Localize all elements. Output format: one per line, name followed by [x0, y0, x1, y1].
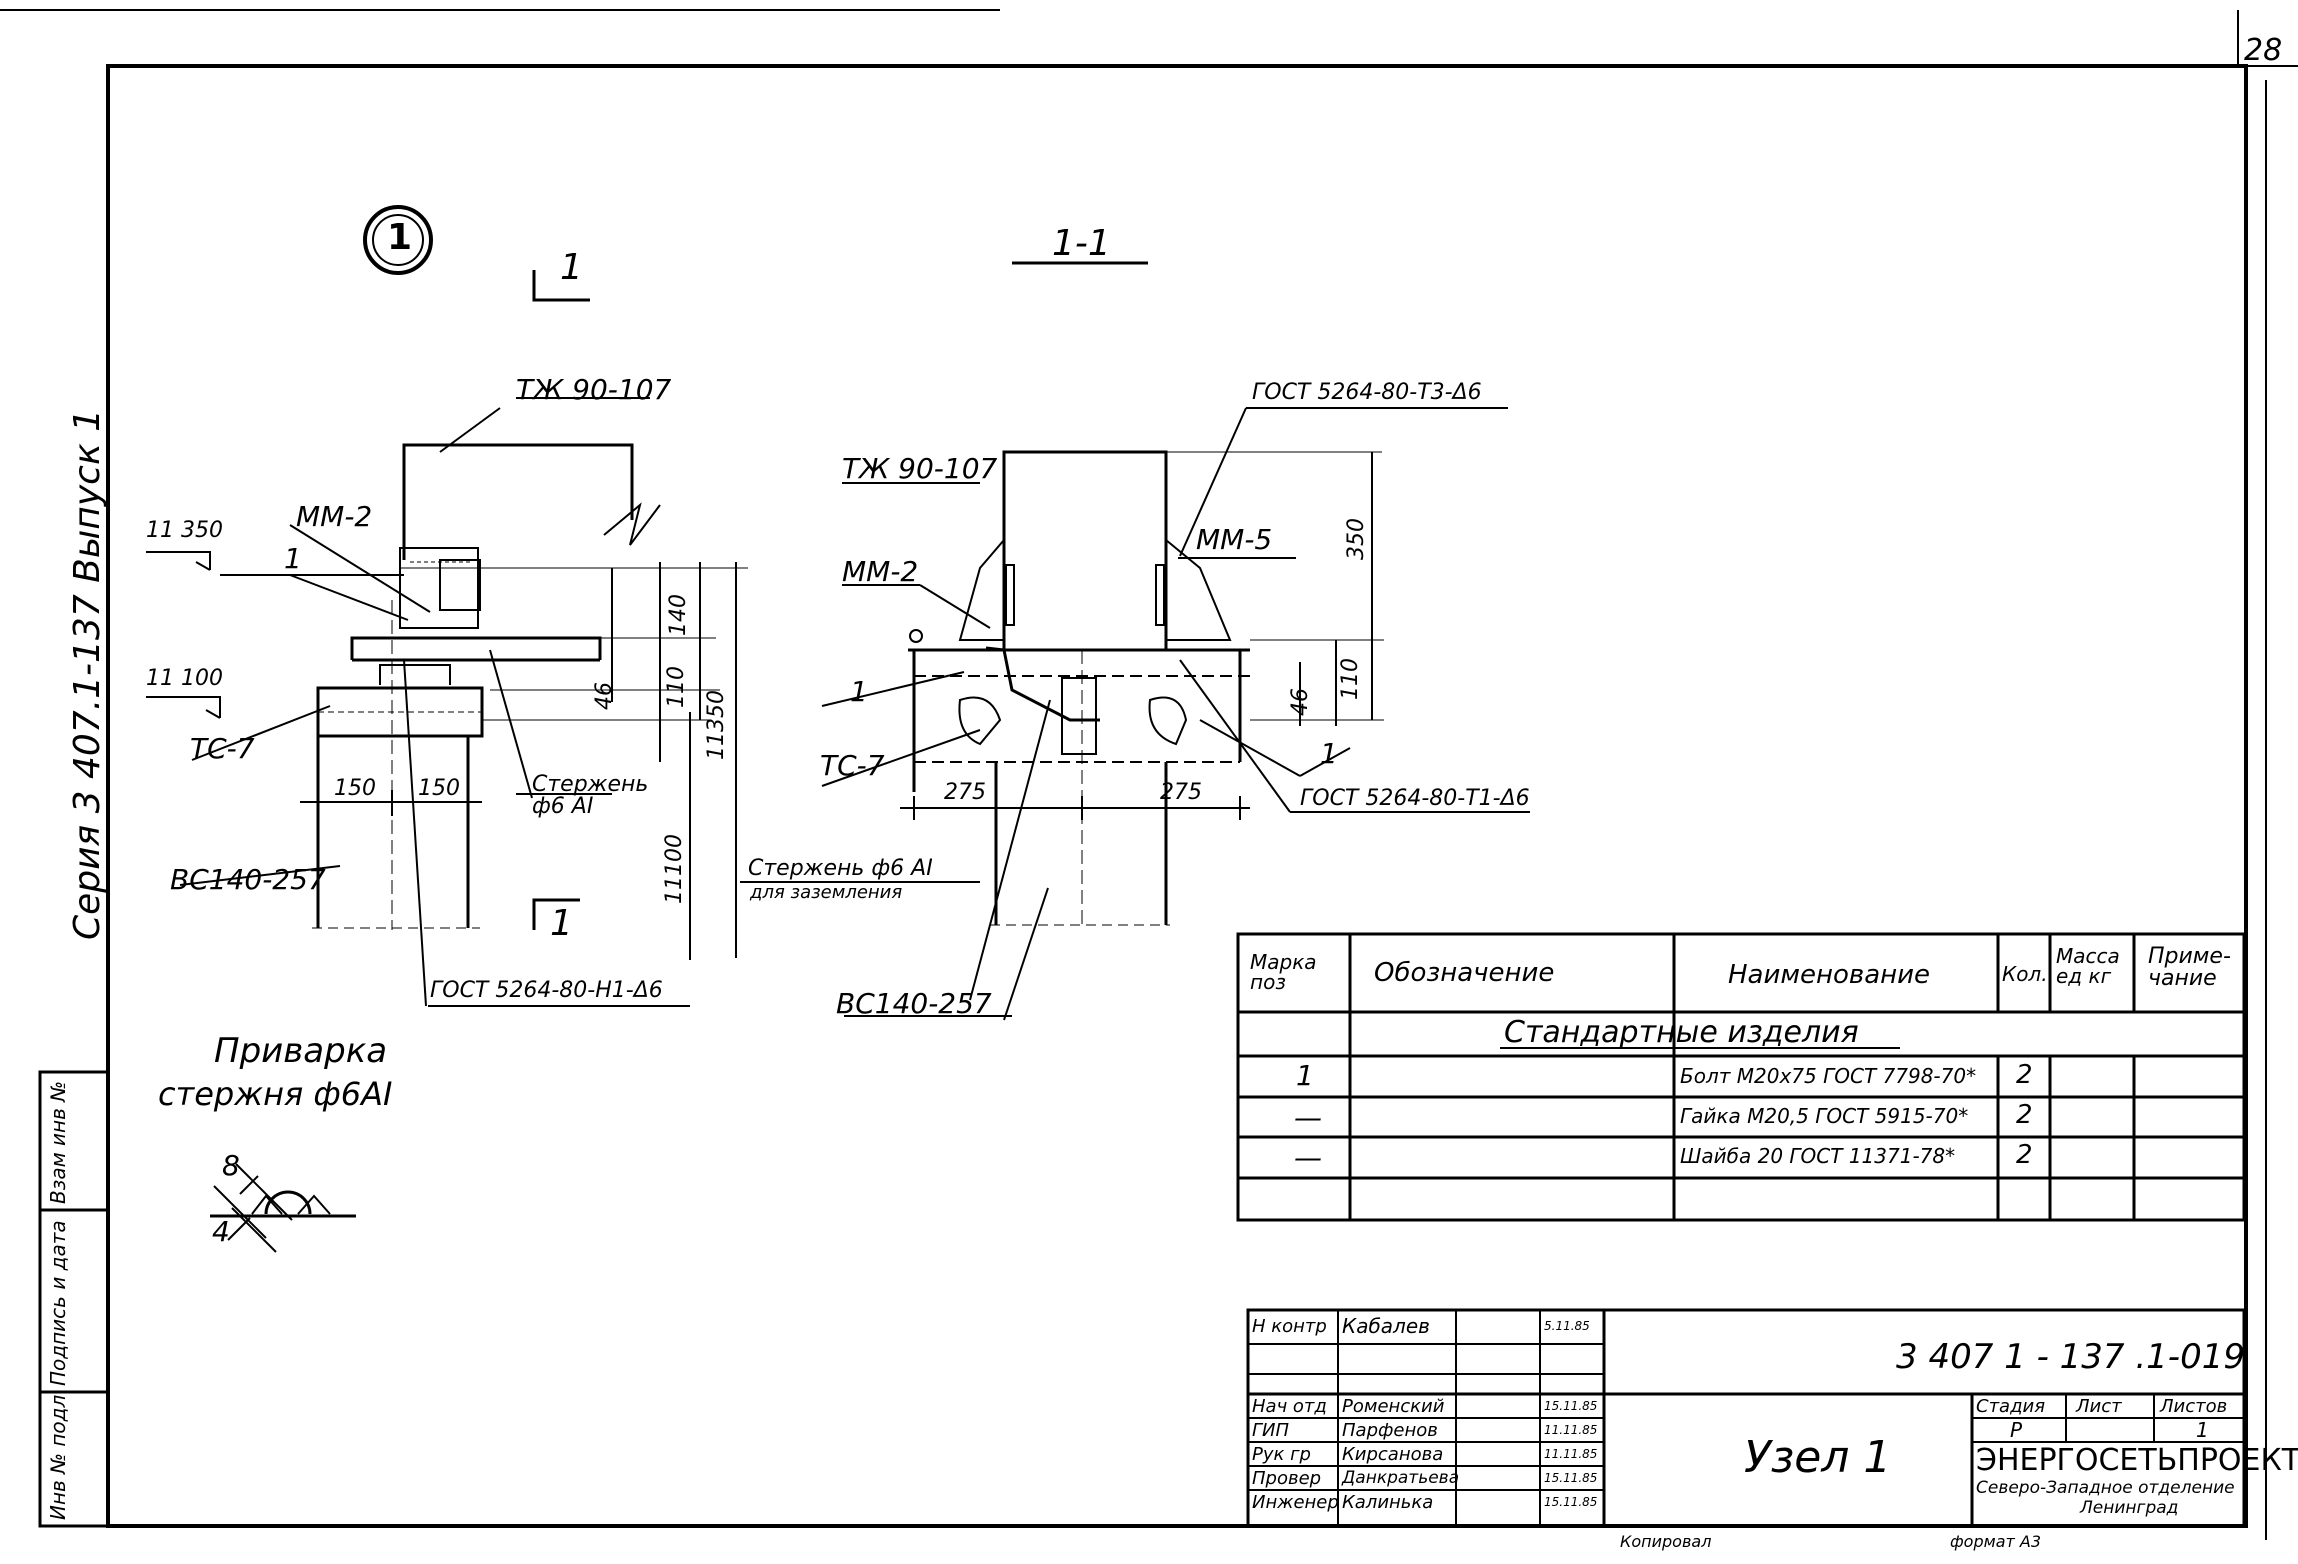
dim-46-right: 46: [1288, 688, 1313, 716]
dim-46-left: 46: [592, 682, 617, 710]
format-label: формат А3: [1950, 1532, 2042, 1551]
left-plate-label: ММ-2: [296, 500, 373, 533]
dim-350: 350: [1344, 518, 1369, 560]
node-circle: [363, 205, 433, 275]
spec-table-grid: [1236, 932, 2246, 1222]
role-date: 15.11.85: [1544, 1471, 1598, 1485]
role-name: Калинька: [1342, 1492, 1434, 1513]
left-pos1-label: 1: [284, 542, 302, 575]
spec-row-qty: 2: [2016, 1140, 2033, 1170]
left-post-label: ВС140-257: [170, 863, 326, 896]
weld-detail-geometry: [210, 1163, 356, 1253]
role-label: Провер: [1252, 1468, 1322, 1489]
weld-title-line2: стержня ф6АI: [158, 1075, 393, 1113]
section-mark-bottom: 1: [550, 903, 573, 944]
weld-dim-4: 4: [212, 1215, 230, 1248]
title-block-grid: [1246, 1308, 2246, 1528]
role-date: 15.11.85: [1544, 1495, 1598, 1509]
role-name: Роменский: [1342, 1396, 1445, 1417]
dim-140: 140: [666, 594, 691, 636]
spec-header-pos: Марка поз: [1250, 950, 1317, 994]
weld-dim-8: 8: [222, 1149, 240, 1182]
right-rod-label: Стержень ф6 АI: [748, 856, 933, 881]
org-branch: Северо-Западное отделение: [1976, 1478, 2235, 1498]
role-label: Нач отд: [1252, 1396, 1327, 1417]
role-date: 15.11.85: [1544, 1399, 1598, 1413]
left-beam-label: ТЖ 90-107: [516, 373, 672, 406]
right-beam-label: ТЖ 90-107: [842, 452, 998, 485]
section-title: 1-1: [1052, 223, 1111, 264]
role-name: Парфенов: [1342, 1420, 1438, 1441]
dim-11350: 11350: [704, 690, 729, 760]
spec-row-name: Гайка М20,5 ГОСТ 5915-70*: [1680, 1104, 1969, 1128]
right-tie-label: ТС-7: [820, 749, 885, 782]
right-post-label: ВС140-257: [836, 987, 992, 1020]
role-date: 11.11.85: [1544, 1423, 1598, 1437]
dim-110-left: 110: [664, 666, 689, 708]
spec-header-designation: Обозначение: [1374, 958, 1555, 988]
dim-110-right: 110: [1338, 658, 1363, 700]
copied-by-label: Копировал: [1620, 1532, 1712, 1551]
role-label: Н контр: [1252, 1316, 1327, 1337]
dim-275-right: 275: [1160, 780, 1202, 805]
spec-header-note: Приме-чание: [2148, 944, 2231, 991]
org-city: Ленинград: [2080, 1498, 2179, 1518]
drawing-code: 3 407 1 - 137 .1-019: [1896, 1337, 2245, 1377]
spec-row-qty: 2: [2016, 1060, 2033, 1090]
section-mark-top: 1: [560, 247, 583, 288]
role-label: ГИП: [1252, 1420, 1290, 1441]
role-date: 5.11.85: [1544, 1319, 1590, 1333]
gost-t1-label: ГОСТ 5264-80-Т1-Δ6: [1300, 786, 1530, 811]
right-plate-right-label: ММ-5: [1196, 523, 1273, 556]
spec-header-name: Наименование: [1728, 960, 1931, 990]
left-rod-label: Стержень ф6 АI: [532, 772, 649, 819]
role-label: Рук гр: [1252, 1444, 1311, 1465]
spec-row-pos: 1: [1296, 1059, 1314, 1092]
left-gost-h1-label: ГОСТ 5264-80-Н1-Δ6: [430, 978, 663, 1003]
stage-value: Р: [2010, 1418, 2023, 1442]
spec-row-qty: 2: [2016, 1100, 2033, 1130]
dim-150-right: 150: [418, 776, 460, 801]
stage-header: Стадия: [1976, 1396, 2046, 1417]
level-bottom-label: 11 100: [146, 666, 223, 691]
right-view-geometry: [740, 407, 1530, 1021]
sheet-number: 28: [2244, 33, 2283, 68]
margin-label-replace: Взам инв №: [46, 1080, 70, 1204]
org-name: ЭНЕРГОСЕТЬПРОЕКТ: [1976, 1443, 2298, 1478]
sheet-header: Лист: [2076, 1396, 2122, 1417]
role-label: Инженер: [1252, 1492, 1339, 1513]
spec-header-mass: Масса ед кг: [2056, 944, 2120, 988]
drawing-frame: [0, 9, 2298, 1540]
dim-275-left: 275: [944, 780, 986, 805]
role-date: 11.11.85: [1544, 1447, 1598, 1461]
dim-11100: 11100: [662, 834, 687, 904]
sheets-value: 1: [2196, 1418, 2209, 1442]
right-rod-note: для заземления: [750, 882, 903, 903]
level-top-label: 11 350: [146, 518, 223, 543]
spec-row-name: Болт М20х75 ГОСТ 7798-70*: [1680, 1064, 1977, 1088]
spec-section-title: Стандартные изделия: [1504, 1015, 1859, 1050]
role-name: Данкратьева: [1342, 1468, 1460, 1488]
role-name: Кабалев: [1342, 1314, 1430, 1338]
margin-label-inv: Инв № подл: [46, 1394, 70, 1520]
margin-label-signature: Подпись и дата: [46, 1220, 70, 1386]
weld-title-line1: Приварка: [214, 1031, 388, 1071]
dim-150-left: 150: [334, 776, 376, 801]
series-label: Серия 3 407.1-137 Выпуск 1: [67, 408, 108, 940]
gost-t3-label: ГОСТ 5264-80-Т3-Δ6: [1252, 380, 1482, 405]
drawing-title: Узел 1: [1744, 1432, 1892, 1483]
sheets-header: Листов: [2160, 1396, 2228, 1417]
right-pos1-label: 1: [850, 675, 868, 708]
left-view-geometry: [146, 397, 748, 1007]
spec-row-pos: —: [1294, 1101, 1322, 1134]
right-plate-left-label: ММ-2: [842, 555, 919, 588]
spec-header-qty: Кол.: [2002, 962, 2048, 986]
spec-row-pos: —: [1294, 1141, 1322, 1174]
right-pos1b-label: 1: [1320, 737, 1338, 770]
node-marker-number: 1: [387, 217, 413, 258]
left-tie-label: ТС-7: [190, 732, 255, 765]
role-name: Кирсанова: [1342, 1444, 1444, 1465]
spec-row-name: Шайба 20 ГОСТ 11371-78*: [1680, 1144, 1956, 1168]
